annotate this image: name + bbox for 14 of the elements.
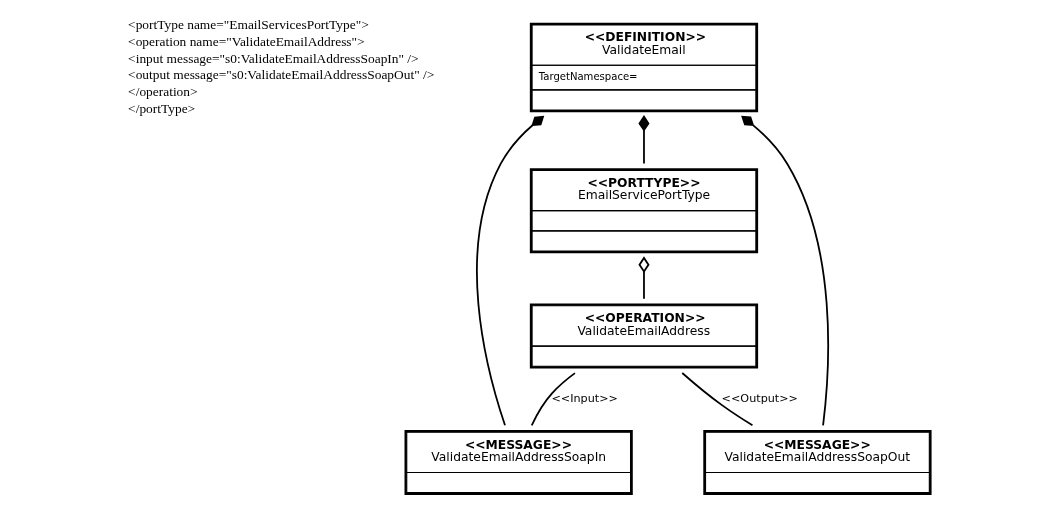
label: <portType name="EmailServicesPortType"> — [127, 16, 369, 32]
connector — [637, 256, 650, 300]
edge-label: <<Output>> — [721, 392, 798, 406]
label: </portType> — [127, 100, 195, 116]
connector — [475, 115, 544, 427]
connector — [530, 372, 576, 427]
label: </operation> — [127, 84, 198, 100]
connector — [680, 372, 753, 427]
label: <operation name="ValidateEmailAddress"> — [127, 33, 365, 49]
connector — [637, 115, 650, 165]
label: <input message="s0:ValidateEmailAddressSoapIn" /> — [127, 50, 419, 66]
connector — [740, 115, 829, 427]
edge-label: <<Input>> — [550, 392, 618, 406]
label: <output message="s0:ValidateEmailAddressSoapOut" /> — [127, 67, 434, 83]
